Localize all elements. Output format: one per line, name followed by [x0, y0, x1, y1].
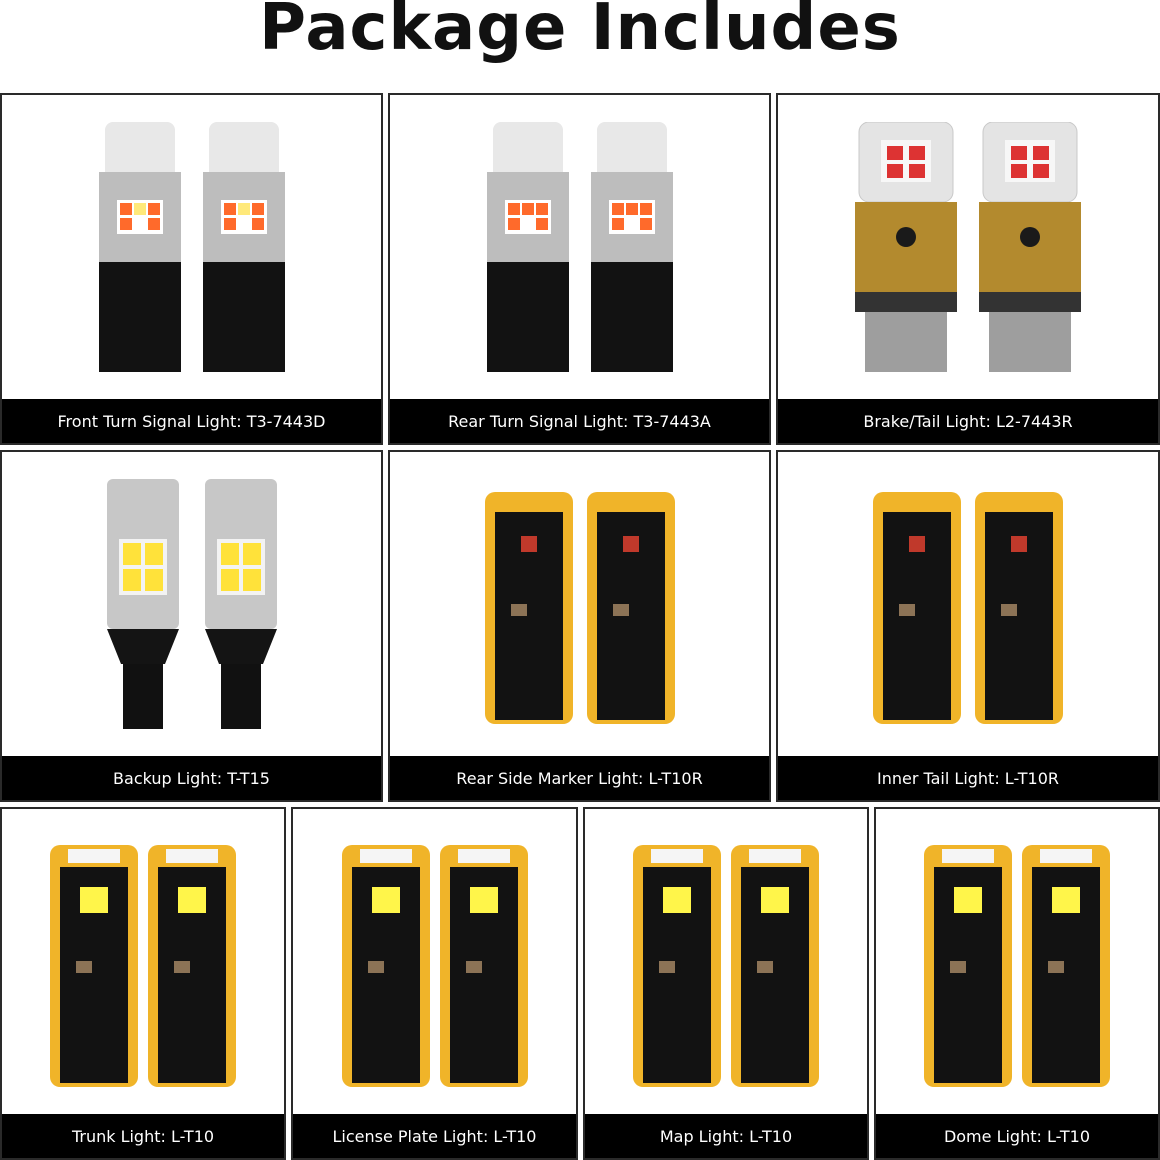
- product-card-trunk: Trunk Light: L-T10: [0, 807, 286, 1160]
- product-card-dome: Dome Light: L-T10: [874, 807, 1160, 1160]
- bulb-pair-image: [2, 452, 381, 756]
- t10-white-bulb-icon: [633, 844, 721, 1087]
- t10-bulb-icon: [586, 492, 675, 724]
- product-card-map: Map Light: L-T10: [583, 807, 869, 1160]
- product-label: License Plate Light: L-T10: [293, 1114, 576, 1158]
- bulb-pair-image: [2, 809, 284, 1114]
- product-label: Brake/Tail Light: L2-7443R: [778, 399, 1158, 443]
- product-label: Backup Light: T-T15: [2, 756, 381, 800]
- bulb-pair-image: [778, 452, 1158, 756]
- brake-bulb-icon: [979, 122, 1081, 372]
- bulb-pair-image: [2, 95, 381, 399]
- product-card-inner-tail: Inner Tail Light: L-T10R: [776, 450, 1160, 802]
- turn-signal-bulb-icon: [486, 122, 569, 372]
- product-label: Rear Side Marker Light: L-T10R: [390, 756, 769, 800]
- brake-bulb-icon: [855, 122, 957, 372]
- backup-bulb-icon: [204, 479, 277, 729]
- t10-white-bulb-icon: [341, 844, 430, 1087]
- product-card-license-plate: License Plate Light: L-T10: [291, 807, 578, 1160]
- bulb-pair-image: [293, 809, 576, 1114]
- product-label: Trunk Light: L-T10: [2, 1114, 284, 1158]
- bulb-pair-image: [390, 95, 769, 399]
- t10-white-bulb-icon: [50, 844, 138, 1087]
- backup-bulb-icon: [106, 479, 179, 729]
- product-card-rear-side-marker: Rear Side Marker Light: L-T10R: [388, 450, 771, 802]
- product-label: Front Turn Signal Light: T3-7443D: [2, 399, 381, 443]
- product-card-backup: Backup Light: T-T15: [0, 450, 383, 802]
- t10-bulb-icon: [975, 492, 1063, 724]
- product-card-brake-tail: Brake/Tail Light: L2-7443R: [776, 93, 1160, 445]
- t10-white-bulb-icon: [924, 844, 1012, 1087]
- product-label: Map Light: L-T10: [585, 1114, 867, 1158]
- bulb-pair-image: [876, 809, 1158, 1114]
- turn-signal-bulb-icon: [202, 122, 285, 372]
- product-card-front-turn: Front Turn Signal Light: T3-7443D: [0, 93, 383, 445]
- product-label: Inner Tail Light: L-T10R: [778, 756, 1158, 800]
- t10-white-bulb-icon: [731, 844, 819, 1087]
- t10-white-bulb-icon: [439, 844, 528, 1087]
- t10-bulb-icon: [873, 492, 961, 724]
- page-title: Package Includes: [259, 0, 901, 65]
- t10-white-bulb-icon: [148, 844, 236, 1087]
- product-card-rear-turn: Rear Turn Signal Light: T3-7443A: [388, 93, 771, 445]
- turn-signal-bulb-icon: [590, 122, 673, 372]
- bulb-pair-image: [778, 95, 1158, 399]
- t10-white-bulb-icon: [1022, 844, 1110, 1087]
- product-label: Rear Turn Signal Light: T3-7443A: [390, 399, 769, 443]
- product-label: Dome Light: L-T10: [876, 1114, 1158, 1158]
- t10-bulb-icon: [484, 492, 573, 724]
- bulb-pair-image: [390, 452, 769, 756]
- bulb-pair-image: [585, 809, 867, 1114]
- turn-signal-bulb-icon: [98, 122, 181, 372]
